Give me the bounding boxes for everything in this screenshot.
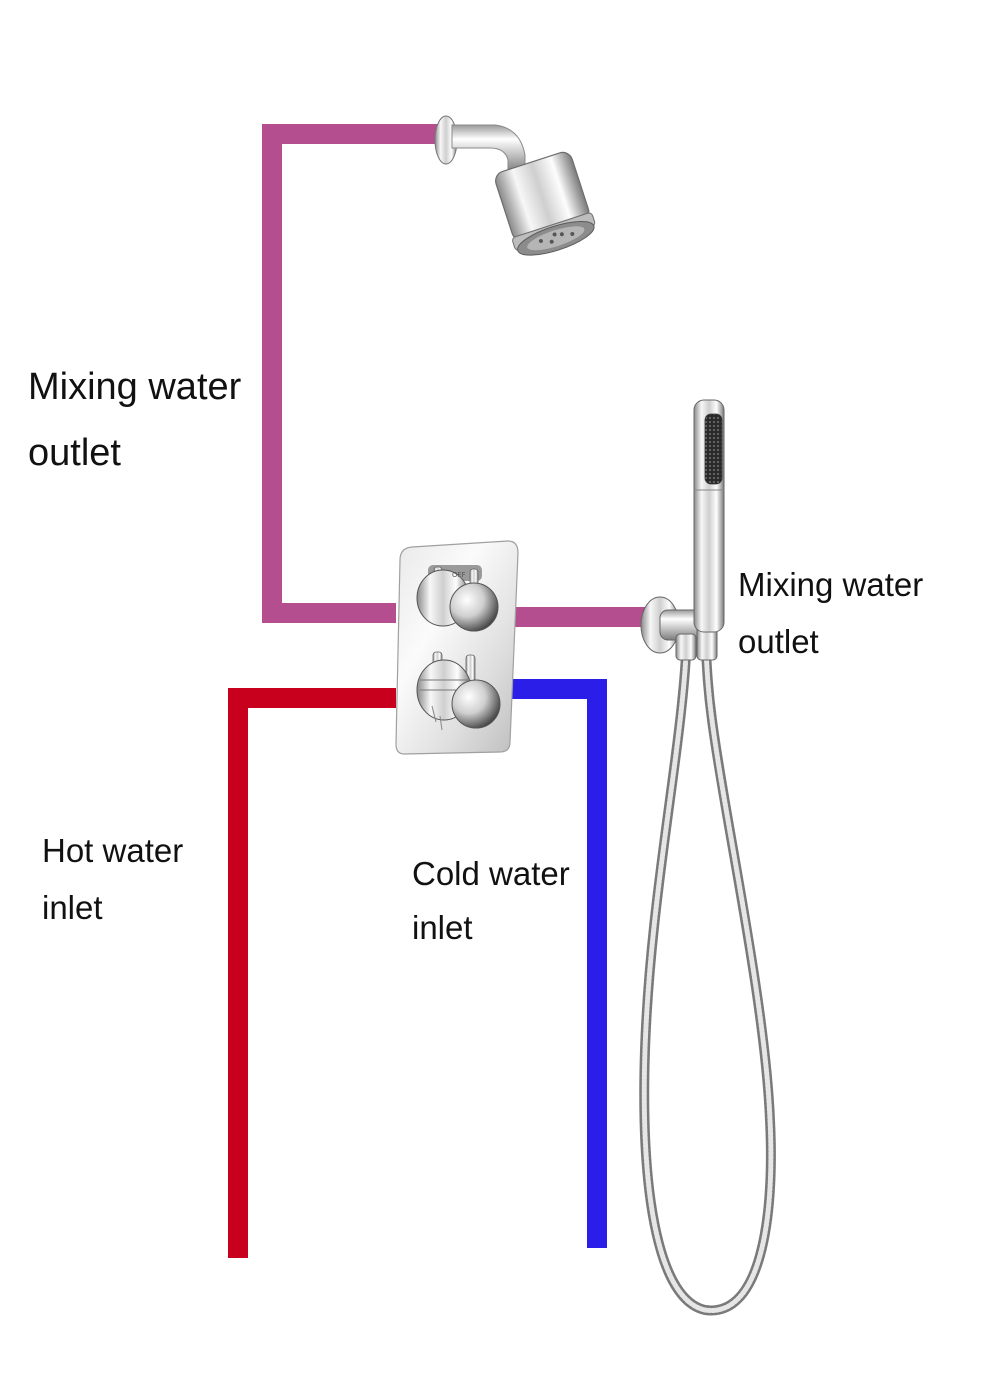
hand-shower-icon [693, 399, 725, 633]
mixing-pipe-overhead [262, 124, 440, 623]
shower-hose-icon [639, 645, 776, 1316]
label-line: outlet [738, 623, 819, 660]
cold-water-inlet-label: Cold water inlet [412, 847, 570, 955]
mixing-water-outlet-label-right: Mixing water outlet [738, 556, 923, 670]
svg-text:OFF: OFF [452, 571, 466, 579]
hot-water-pipe [228, 688, 396, 1258]
label-line: outlet [28, 432, 121, 474]
hot-water-inlet-label: Hot water inlet [42, 822, 183, 936]
label-line: Mixing water [28, 366, 242, 408]
thermostatic-valve-icon: OFF [395, 540, 519, 755]
cold-water-pipe [505, 679, 607, 1248]
hand-shower-outlet-icon [640, 596, 718, 661]
label-line: inlet [42, 889, 103, 926]
label-line: Cold water [412, 855, 570, 892]
label-line: inlet [412, 909, 473, 946]
mixing-water-outlet-label-left: Mixing water outlet [28, 354, 241, 486]
label-line: Hot water [42, 832, 184, 869]
shower-head-icon [434, 115, 596, 256]
label-line: Mixing water [738, 566, 924, 603]
